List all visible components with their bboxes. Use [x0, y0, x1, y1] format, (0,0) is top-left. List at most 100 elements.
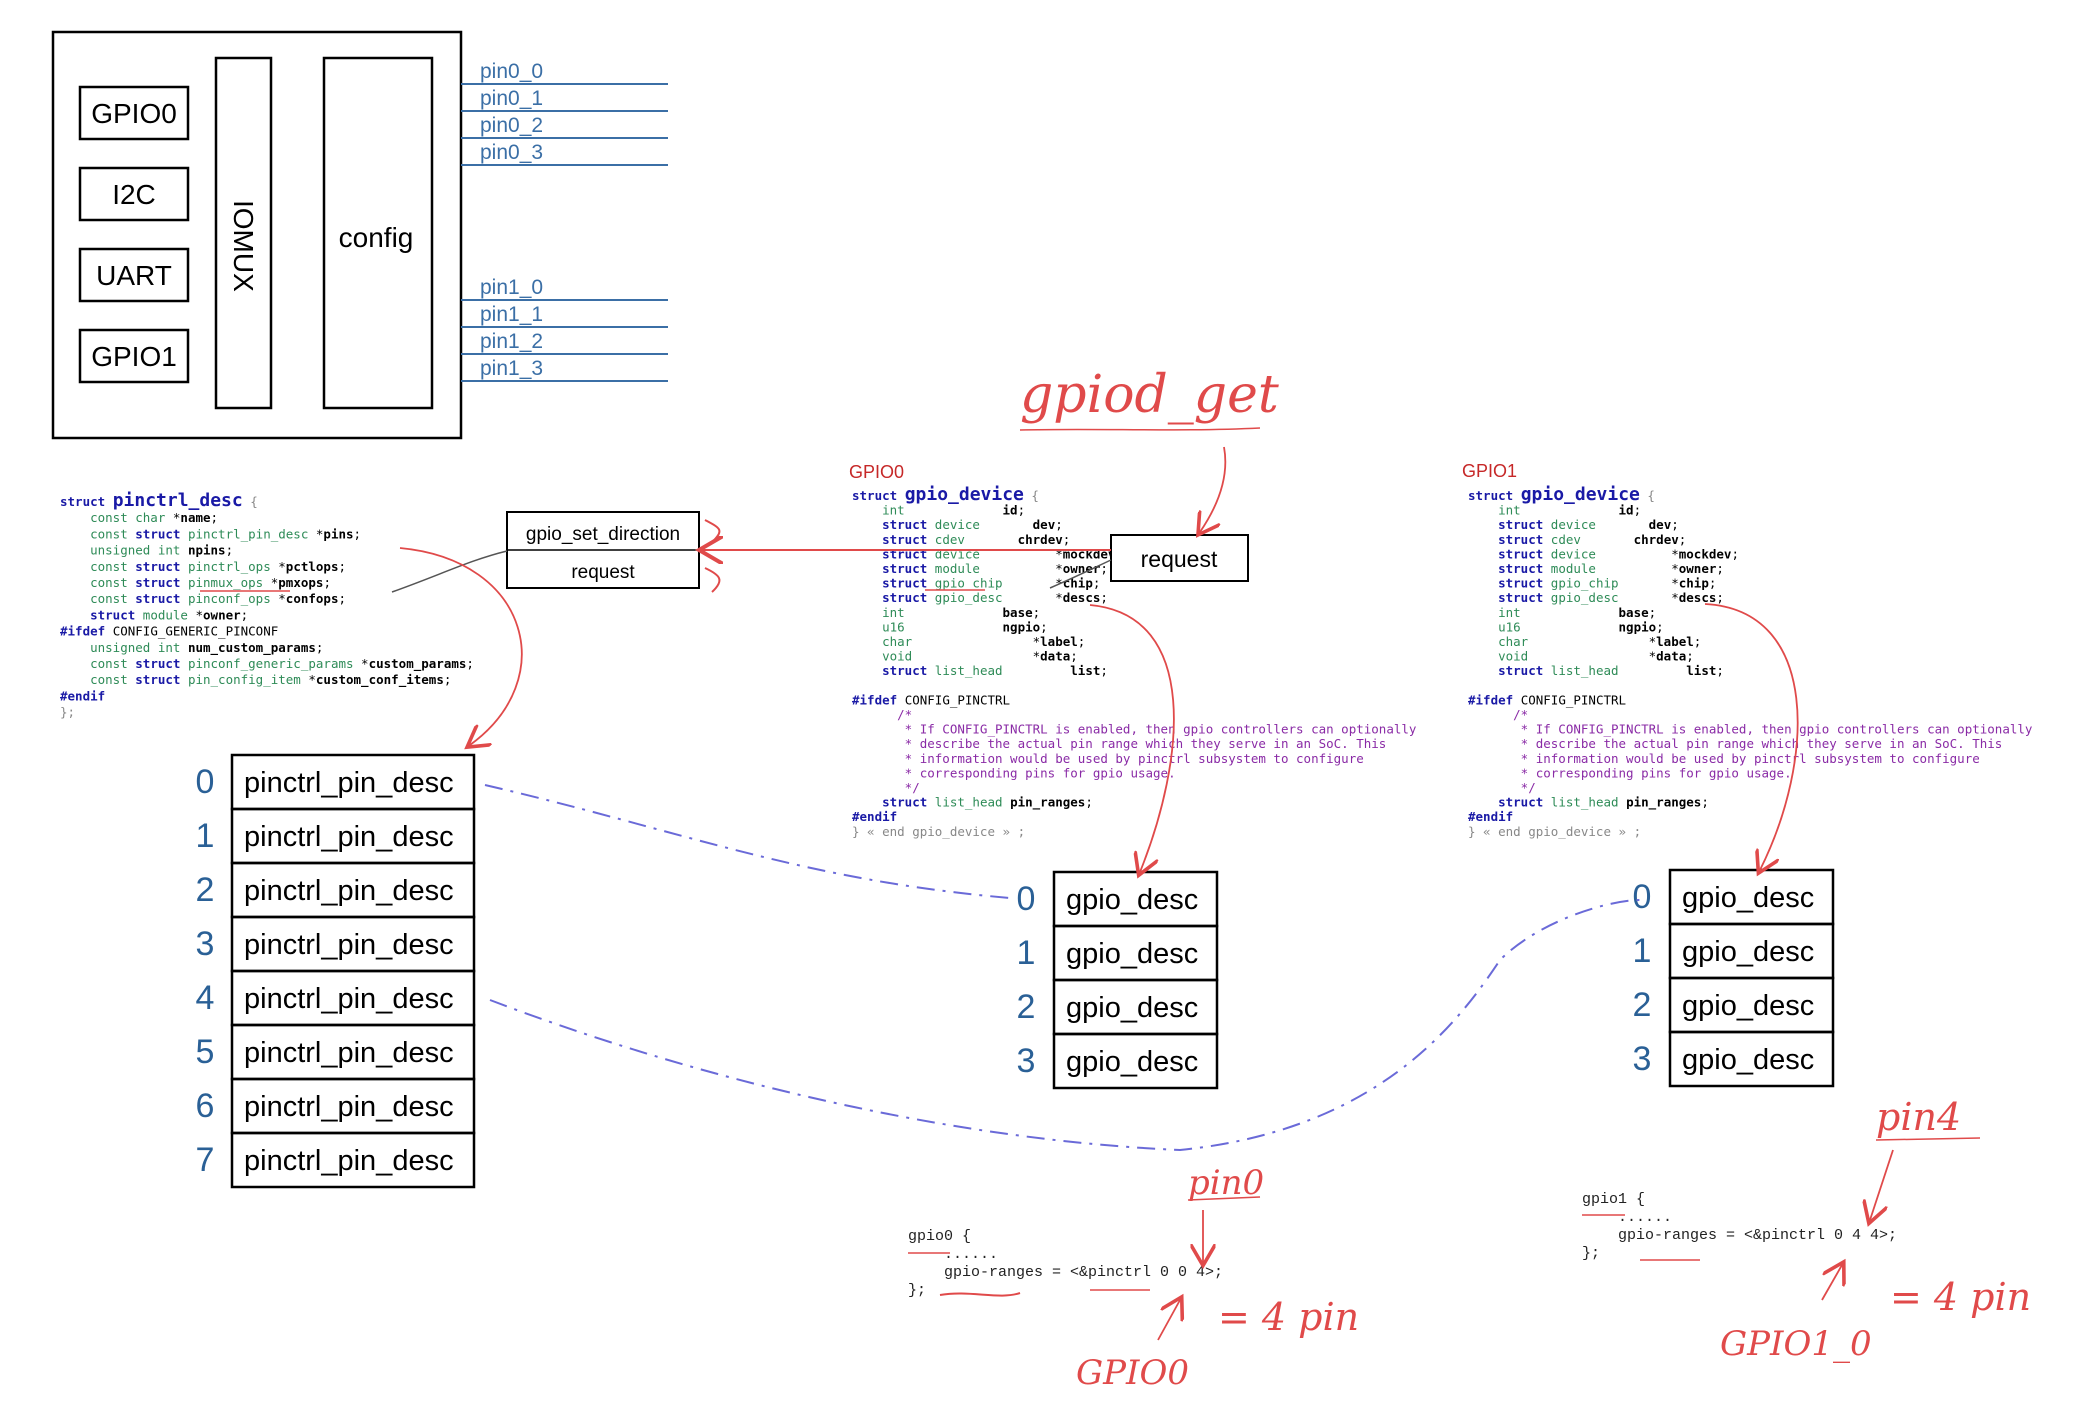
gpio-set-direction-label: gpio_set_direction [526, 524, 680, 545]
gpio0-descs-arrow [1089, 604, 1175, 872]
code-token: CONFIG_GENERIC_PINCONF [113, 624, 279, 639]
code-token: } « end gpio_device » ; [852, 824, 1025, 839]
code-token: */ [1468, 780, 1536, 795]
soc-outline [51, 30, 463, 440]
code-line: const struct pinconf_generic_params *cus… [60, 656, 474, 672]
code-token: ; [1033, 605, 1041, 620]
code-token: * [1671, 561, 1679, 576]
code-token: module [143, 607, 196, 622]
gpio-desc-index: 2 [1633, 986, 1652, 1024]
iomux-block [214, 56, 273, 410]
dts-line: gpio-ranges = <&pinctrl 0 4 4>; [1582, 1227, 1897, 1244]
code-token: data [1040, 649, 1070, 664]
code-token: ; [1709, 576, 1717, 591]
code-token: gpio_desc [935, 590, 1055, 605]
soc-block-label: UART [96, 260, 172, 291]
code-line: const struct pinctrl_ops *pctlops; [60, 559, 346, 574]
code-token: ; [1671, 517, 1679, 532]
code-line: int base; [852, 605, 1040, 620]
note-gpio1-0: GPIO1_0 [1720, 1324, 1872, 1364]
code-token: #ifdef [852, 692, 905, 707]
code-token: device [935, 546, 1055, 561]
note-gpio0: GPIO0 [1076, 1353, 1189, 1393]
code-token: module [935, 561, 1055, 576]
pin-desc-cell-label: pinctrl_pin_desc [244, 929, 454, 961]
code-line: * If CONFIG_PINCTRL is enabled, then gpi… [852, 722, 1417, 737]
code-token: ; [1100, 561, 1108, 576]
code-token: gpio_device [1521, 484, 1640, 505]
code-line: const struct pin_config_item *custom_con… [60, 672, 451, 688]
code-token: * If CONFIG_PINCTRL is enabled, then gpi… [1468, 722, 2033, 737]
code-token: list_head [1551, 663, 1686, 678]
code-token: struct [135, 591, 188, 606]
code-token: device [1551, 517, 1649, 532]
code-token: ; [1679, 532, 1687, 547]
code-token: const [60, 559, 135, 574]
pin-desc-cell-label: pinctrl_pin_desc [244, 1145, 454, 1177]
note-pin0: pin0 [1188, 1163, 1264, 1203]
code-token: } « end gpio_device » ; [1468, 824, 1641, 839]
code-line: * corresponding pins for gpio usage. [1468, 765, 1792, 780]
code-token: label [1040, 634, 1078, 649]
pin-desc-index: 4 [196, 979, 215, 1017]
code-line: struct gpio_chip *chip; [1468, 576, 1716, 591]
code-token: * [1055, 561, 1063, 576]
code-token: struct [852, 795, 935, 810]
code-token: ; [1656, 619, 1664, 634]
code-token: struct [1468, 795, 1551, 810]
gpio1-dts-snippet: gpio1 { ...... gpio-ranges = <&pinctrl 0… [1582, 1191, 1897, 1262]
code-token: ; [1731, 546, 1739, 561]
pinctrl-desc-code: struct pinctrl_desc { const char *name; … [60, 490, 474, 720]
pin-desc-cell-label: pinctrl_pin_desc [244, 875, 454, 907]
code-line: #ifdef CONFIG_PINCTRL [1468, 692, 1626, 707]
code-token: const [60, 591, 135, 606]
pin-label: pin0_1 [480, 87, 543, 110]
code-token: struct [1468, 576, 1551, 591]
gpio-desc-cell [1668, 1030, 1835, 1088]
code-token: pin_ranges [1626, 795, 1701, 811]
pin4-mapping-line [489, 899, 1641, 1152]
code-token: ; [316, 640, 324, 655]
code-token: * describe the actual pin range which th… [1468, 736, 2002, 751]
code-token: * [1649, 649, 1657, 664]
code-token: struct [852, 546, 935, 561]
code-token: #ifdef [1468, 692, 1521, 707]
code-token: * [1033, 649, 1041, 664]
gpiod-get-arrow [1200, 446, 1227, 532]
code-token: cdev [1551, 532, 1634, 547]
soc-block-label: GPIO1 [91, 341, 177, 372]
code-token: { [1024, 488, 1039, 503]
code-token: u16 [1468, 619, 1619, 634]
gpio1-device-label: GPIO1 [1462, 461, 1517, 481]
code-line: void *data; [852, 649, 1078, 664]
code-token: * corresponding pins for gpio usage. [852, 765, 1176, 780]
pin-desc-index: 6 [196, 1087, 215, 1125]
code-line: struct list_head list; [1468, 663, 1724, 678]
code-token: const [60, 672, 135, 687]
code-token: ; [211, 510, 219, 525]
code-token: ; [1055, 517, 1063, 532]
code-token: CONFIG_PINCTRL [905, 692, 1010, 707]
gpio0-request-outline [1110, 534, 1249, 582]
soc-block-gpio1 [78, 328, 190, 384]
code-line: unsigned int num_custom_params; [60, 640, 323, 656]
code-token: pinconf_ops [188, 591, 278, 606]
code-token: * [308, 672, 316, 687]
pin-label: pin1_0 [480, 276, 543, 299]
code-token: pins [323, 526, 353, 541]
code-line: const char *name; [60, 510, 218, 525]
code-token: owner [1679, 561, 1717, 576]
code-line: #endif [852, 809, 897, 824]
code-line: struct list_head list; [852, 663, 1108, 678]
iomux-label: IOMUX [228, 200, 259, 292]
gpio-desc-cell-label: gpio_desc [1682, 1044, 1814, 1076]
code-token: chip [1063, 576, 1093, 591]
code-token: struct [60, 494, 113, 509]
code-line: } « end gpio_device » ; [852, 824, 1025, 839]
code-token: list_head [1551, 795, 1626, 810]
dts-line: }; [908, 1282, 926, 1299]
code-token: pinmux_ops [188, 575, 271, 590]
code-line: int id; [1468, 503, 1641, 518]
soc-block-gpio0 [78, 85, 190, 141]
code-token: * [195, 607, 203, 622]
